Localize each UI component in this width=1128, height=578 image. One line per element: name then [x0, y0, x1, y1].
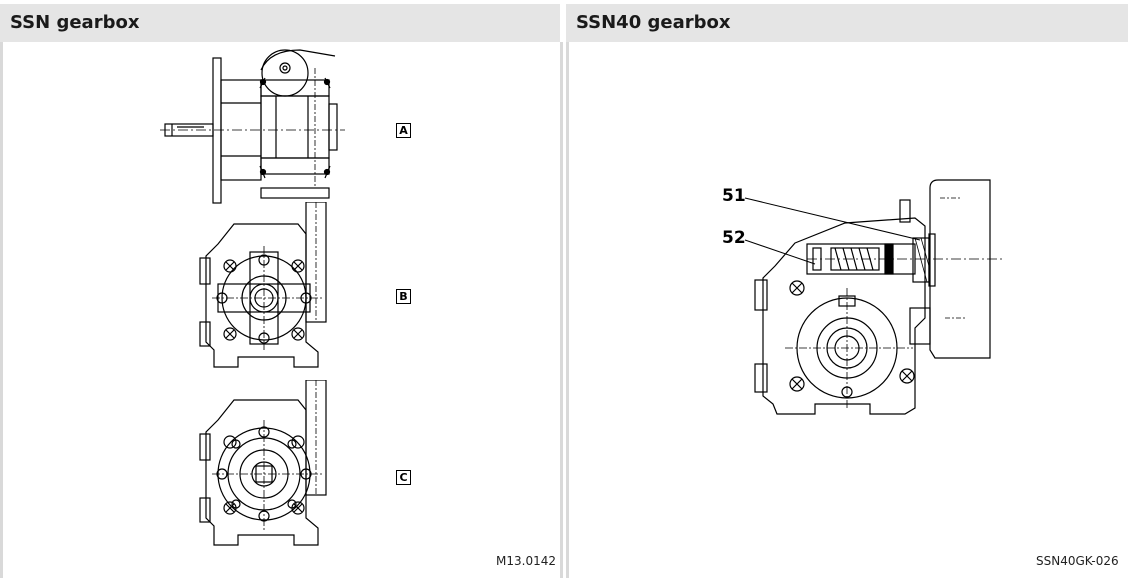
- drawing-view-c: [199, 380, 327, 546]
- figure-caption-right: SSN40GK-026: [1036, 554, 1119, 568]
- figure-caption-left: M13.0142: [496, 554, 556, 568]
- column-divider: [566, 42, 569, 578]
- drawing-view-a: [160, 49, 345, 204]
- callout-51: 51: [722, 186, 746, 206]
- view-label-c: C: [396, 470, 411, 485]
- drawing-view-b: [199, 202, 327, 368]
- view-label-a: A: [396, 123, 411, 138]
- callout-52: 52: [722, 228, 746, 248]
- view-label-b: B: [396, 289, 411, 304]
- column-header-ssn40: SSN40 gearbox: [566, 4, 1128, 42]
- drawing-ssn40-section: [744, 179, 1003, 415]
- column-header-ssn: SSN gearbox: [0, 4, 560, 42]
- column-divider: [0, 42, 3, 578]
- column-divider: [560, 42, 563, 578]
